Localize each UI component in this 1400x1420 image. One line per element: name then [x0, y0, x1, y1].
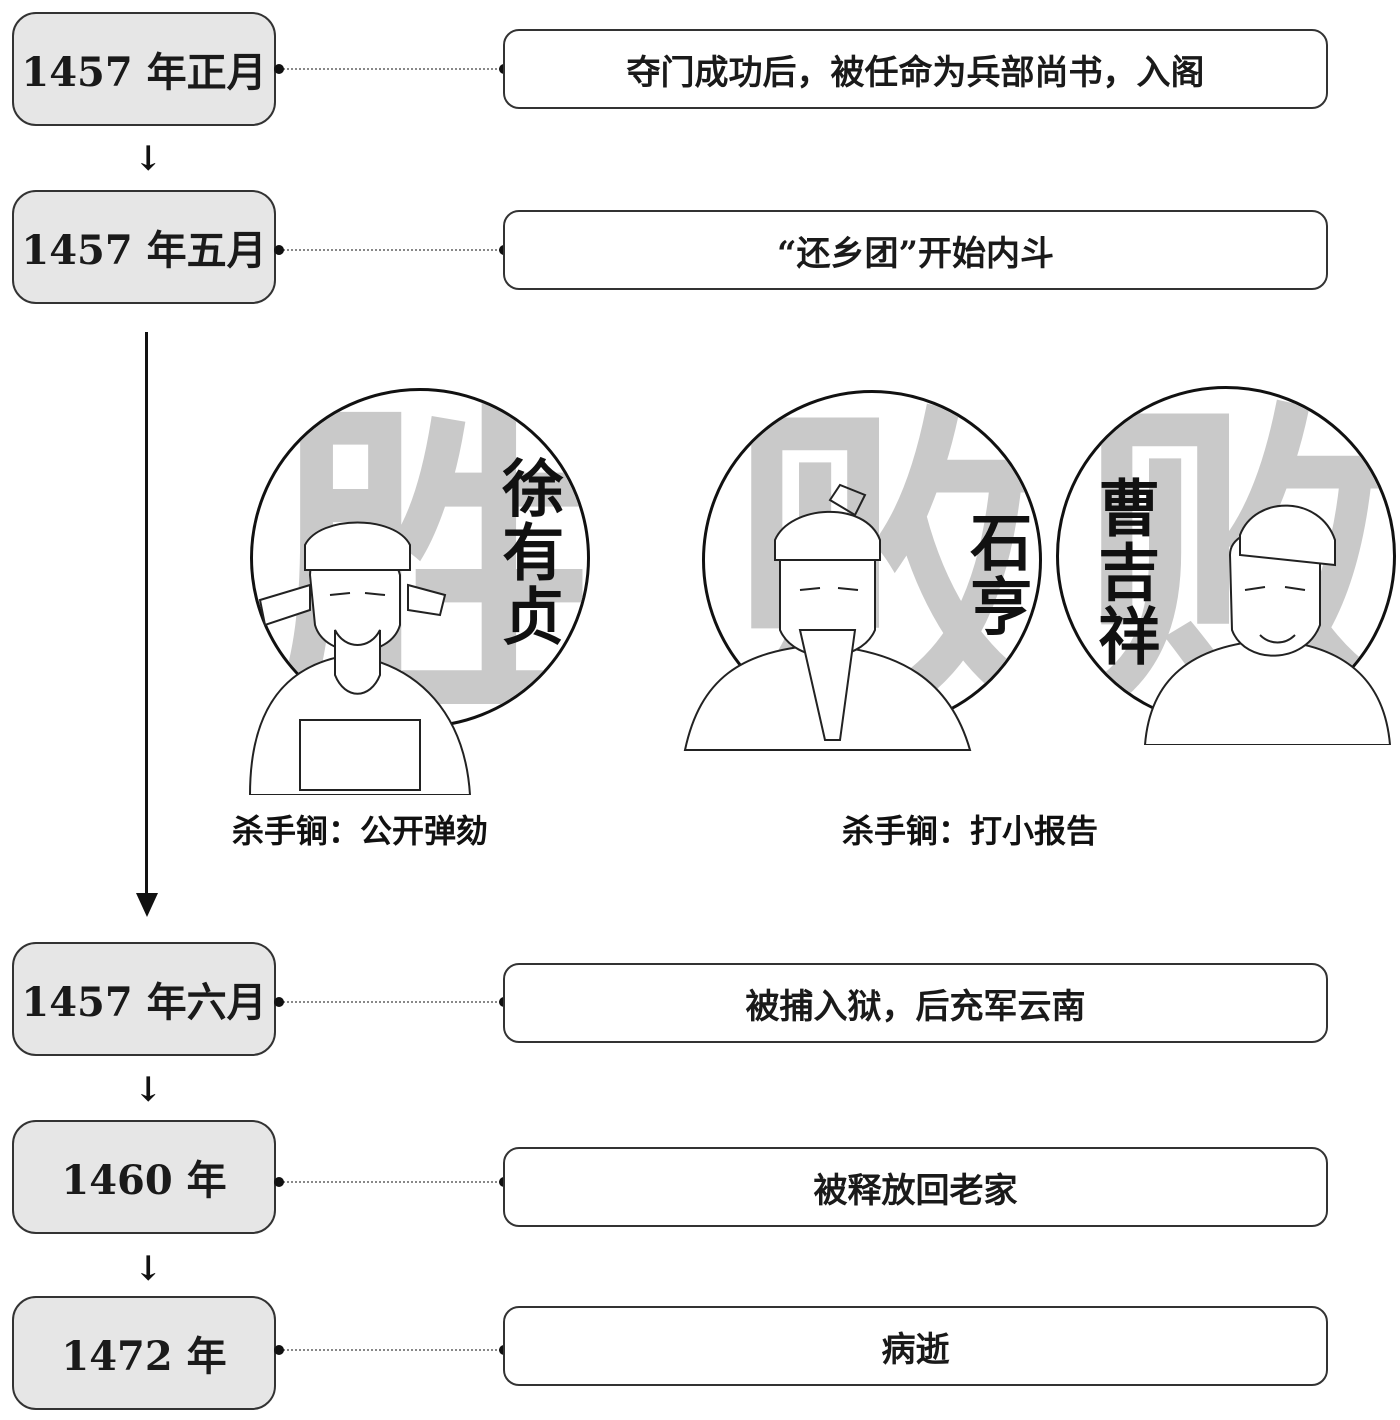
connector-dot: [274, 1177, 284, 1187]
loser-name-cao-jixiang: 曹吉祥: [1087, 476, 1161, 668]
connector-line: [279, 68, 505, 70]
timeline-event-1457-may: “还乡团”开始内斗: [503, 210, 1328, 290]
connector-line: [279, 1181, 505, 1183]
general-figure-illustration: [683, 483, 972, 751]
connector-dot: [274, 1345, 284, 1355]
connector-dot: [274, 245, 284, 255]
connector-dot: [274, 997, 284, 1007]
timeline-date-1457-jan: 1457 年正月: [12, 12, 276, 126]
connector-line: [279, 249, 505, 251]
timeline-date-1472: 1472 年: [12, 1296, 276, 1410]
down-arrow-icon: ↓: [134, 139, 163, 179]
connector-dot: [274, 64, 284, 74]
long-arrow-line: [145, 332, 148, 897]
long-arrow-head-icon: [136, 893, 158, 917]
timeline-date-1460: 1460 年: [12, 1120, 276, 1234]
timeline-event-1457-jun: 被捕入狱，后充军云南: [503, 963, 1328, 1043]
timeline-date-1457-may: 1457 年五月: [12, 190, 276, 304]
winner-name: 徐有贞: [491, 456, 565, 648]
connector-line: [279, 1349, 505, 1351]
down-arrow-icon: ↓: [134, 1249, 163, 1289]
timeline-date-1457-jun: 1457 年六月: [12, 942, 276, 1056]
losers-caption: 杀手锏：打小报告: [842, 812, 1099, 850]
winner-caption: 杀手锏：公开弹劾: [232, 812, 489, 850]
timeline-event-1457-jan: 夺门成功后，被任命为兵部尚书，入阁: [503, 29, 1328, 109]
official-figure-illustration: [248, 521, 472, 795]
down-arrow-icon: ↓: [134, 1070, 163, 1110]
connector-line: [279, 1001, 505, 1003]
eunuch-figure-illustration: [1143, 504, 1392, 745]
loser-name-shi-heng: 石亨: [959, 510, 1033, 638]
timeline-event-1460: 被释放回老家: [503, 1147, 1328, 1227]
timeline-event-1472: 病逝: [503, 1306, 1328, 1386]
